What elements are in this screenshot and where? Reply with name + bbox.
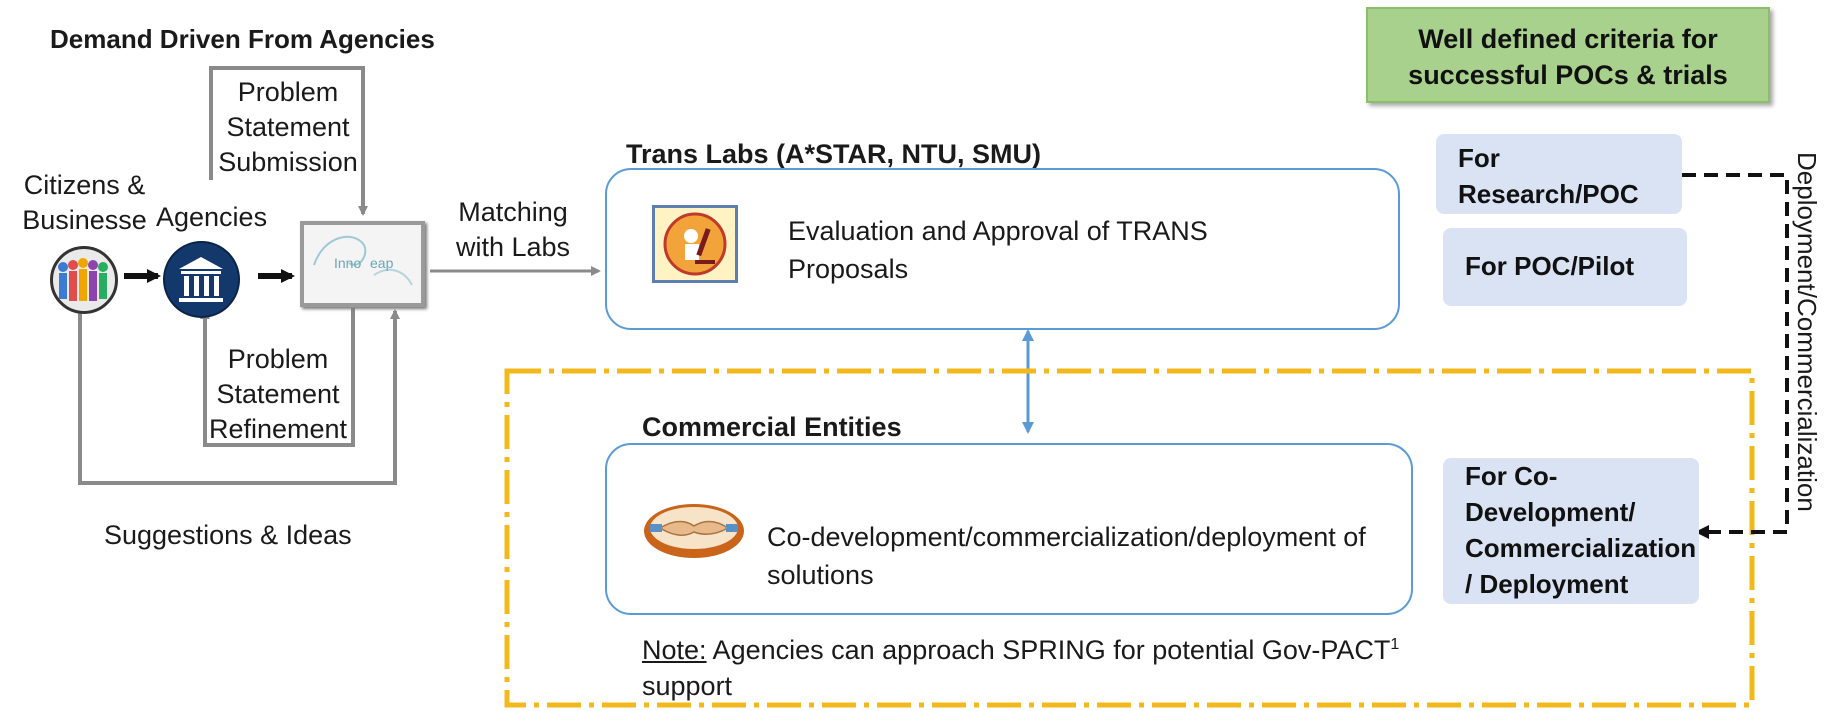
innoleap-text-1: Inno — [334, 255, 362, 271]
demand-title: Demand Driven From Agencies — [50, 24, 435, 54]
microscope-icon — [652, 205, 738, 283]
suggestions-arrow — [78, 308, 400, 485]
deployment-arrow — [1682, 173, 1789, 539]
problem-submission-label: Problem Statement Submission — [218, 77, 358, 177]
criteria-box: Well defined criteria for successful POC… — [1366, 7, 1770, 103]
matching-label: Matching with Labs — [455, 197, 571, 262]
people-icon — [50, 246, 118, 314]
commercial-description: Co-development/commercialization/deploym… — [767, 522, 1366, 590]
submission-arrow — [209, 66, 368, 216]
criteria-text: Well defined criteria for successful POC… — [1408, 24, 1728, 90]
commercial-title: Commercial Entities — [642, 412, 902, 442]
innoleap-text-2: eap — [370, 255, 394, 271]
codev-label: For Co-Development/ Commercialization / … — [1443, 458, 1699, 604]
research-poc-label: For Research/POC — [1436, 134, 1682, 214]
poc-pilot-text: For POC/Pilot — [1465, 251, 1634, 281]
research-poc-text: For Research/POC — [1458, 143, 1639, 209]
refinement-arrow — [200, 308, 355, 447]
note-text-2: support — [642, 671, 733, 701]
poc-pilot-label: For POC/Pilot — [1443, 228, 1687, 306]
suggestions-label: Suggestions & Ideas — [104, 520, 352, 550]
trans-labs-description: Evaluation and Approval of TRANS Proposa… — [788, 216, 1208, 284]
trans-labs-title: Trans Labs (A*STAR, NTU, SMU) — [626, 139, 1042, 169]
note-text: Agencies can approach SPRING for potenti… — [706, 635, 1391, 665]
deployment-vertical-label: Deployment/Commercialization — [1792, 152, 1822, 512]
note-label: Note: — [642, 635, 707, 665]
codev-text: For Co-Development/ Commercialization / … — [1465, 461, 1697, 599]
note: Note: Agencies can approach SPRING for p… — [642, 627, 1522, 704]
innoleap-logo: Inno eap — [300, 221, 425, 307]
agencies-label: Agencies — [156, 202, 268, 232]
citizens-label: Citizens & Businesse — [22, 170, 147, 235]
problem-refinement-label: Problem Statement Refinement — [208, 344, 348, 444]
handshake-icon — [640, 496, 748, 562]
note-superscript: 1 — [1390, 636, 1400, 653]
government-building-icon — [163, 241, 240, 318]
commercial-frame — [504, 368, 1755, 708]
